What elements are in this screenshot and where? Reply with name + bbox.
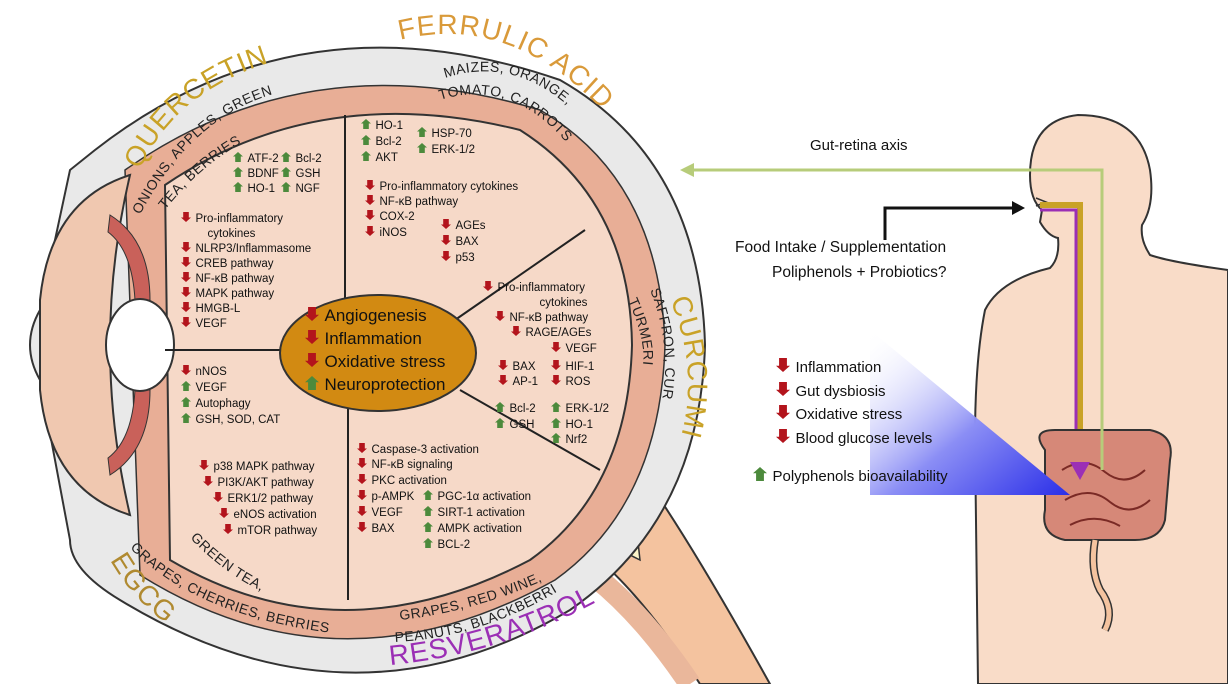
intake-line-1: Food Intake / Supplementation: [735, 239, 946, 256]
resveratrol-label: PKC activation: [372, 475, 447, 487]
curcumin-label: VEGF: [566, 343, 597, 355]
curcumin-label: BAX: [513, 361, 536, 373]
ferrulic-up-label: HO-1: [376, 120, 403, 132]
gut-effect-label: Oxidative stress: [796, 406, 903, 423]
curcumin-label: HO-1: [566, 419, 593, 431]
resveratrol-label: SIRT-1 activation: [438, 507, 525, 519]
curcumin-label: NF-κB pathway: [510, 312, 589, 324]
quercetin-up-label: ATF-2: [248, 153, 279, 165]
quercetin-down-label: CREB pathway: [196, 258, 274, 270]
curcumin-label: AP-1: [513, 376, 539, 388]
center-effect-label: Oxidative stress: [325, 352, 446, 371]
curcumin-label: RAGE/AGEs: [526, 327, 592, 339]
egcg-label: Autophagy: [196, 398, 251, 410]
quercetin-up-label: GSH: [296, 168, 321, 180]
gut-effect-label: Polyphenols bioavailability: [773, 468, 949, 485]
resveratrol-label: BCL-2: [438, 539, 471, 551]
quercetin-down-label: HMGB-L: [196, 303, 241, 315]
quercetin-up-label: BDNF: [248, 168, 279, 180]
center-effect-label: Angiogenesis: [325, 306, 427, 325]
quercetin-down-label: VEGF: [196, 318, 227, 330]
resveratrol-label: VEGF: [372, 507, 403, 519]
curcumin-label: Bcl-2: [510, 403, 536, 415]
egcg-down-label: eNOS activation: [234, 509, 317, 521]
ferrulic-up-label: Bcl-2: [376, 136, 402, 148]
egcg-label: VEGF: [196, 382, 227, 394]
quercetin-up-label: Bcl-2: [296, 153, 322, 165]
ferrulic-down-label: BAX: [456, 236, 479, 248]
curcumin-label: Nrf2: [566, 434, 588, 446]
gut-effect-down-arrow-icon: [776, 358, 790, 372]
resveratrol-label: NF-κB signaling: [372, 459, 453, 471]
quercetin-down-label: NF-κB pathway: [196, 273, 275, 285]
ferrulic-up-label: AKT: [376, 152, 398, 164]
quercetin-up-label: HO-1: [248, 183, 275, 195]
gut-retina-axis-label: Gut-retina axis: [810, 137, 908, 154]
intake-line-2: Poliphenols + Probiotics?: [772, 264, 947, 281]
egcg-label: nNOS: [196, 366, 228, 378]
ferrulic-down-label: Pro-inflammatory cytokines: [380, 181, 519, 193]
gut-effect-label: Inflammation: [796, 359, 882, 376]
quercetin-down-label: Pro-inflammatory: [196, 213, 284, 225]
quercetin-down-label: NLRP3/Inflammasome: [196, 243, 312, 255]
quercetin-down-label: MAPK pathway: [196, 288, 275, 300]
curcumin-label: ROS: [566, 376, 591, 388]
gut-effect-down-arrow-icon: [776, 405, 790, 419]
ferrulic-up-label: HSP-70: [432, 128, 472, 140]
curcumin-label: ERK-1/2: [566, 403, 609, 415]
curcumin-label: HIF-1: [566, 361, 595, 373]
center-effect-label: Neuroprotection: [325, 375, 446, 394]
egcg-down-label: mTOR pathway: [238, 525, 318, 537]
resveratrol-label: PGC-1α activation: [438, 491, 532, 503]
intake-arrow: [885, 201, 1025, 240]
gut-effect-down-arrow-icon: [776, 382, 790, 396]
pupil-opening: [106, 299, 174, 391]
ferrulic-up-label: ERK-1/2: [432, 144, 475, 156]
quercetin-up-label: NGF: [296, 183, 320, 195]
curcumin-label: Pro-inflammatory: [498, 282, 586, 294]
gut-effect-label: Blood glucose levels: [796, 430, 933, 447]
gut-effect-down-arrow-icon: [776, 429, 790, 443]
resveratrol-label: AMPK activation: [438, 523, 522, 535]
ferrulic-down-label: iNOS: [380, 227, 408, 239]
egcg-down-label: PI3K/AKT pathway: [218, 477, 315, 489]
ferrulic-down-label: COX-2: [380, 211, 415, 223]
resveratrol-label: p-AMPK: [372, 491, 415, 503]
egcg-label: GSH, SOD, CAT: [196, 414, 281, 426]
gut-effect-up-arrow-icon: [753, 467, 767, 481]
gut-effect-label: Gut dysbiosis: [796, 383, 886, 400]
ferrulic-down-label: NF-κB pathway: [380, 196, 459, 208]
curcumin-label: GSH: [510, 419, 535, 431]
egcg-down-label: p38 MAPK pathway: [214, 461, 315, 473]
quercetin-down-label: cytokines: [208, 228, 256, 240]
ferrulic-down-label: AGEs: [456, 220, 486, 232]
resveratrol-label: Caspase-3 activation: [372, 444, 479, 456]
curcumin-label: cytokines: [540, 297, 588, 309]
resveratrol-label: BAX: [372, 523, 395, 535]
center-effect-label: Inflammation: [325, 329, 422, 348]
egcg-down-label: ERK1/2 pathway: [228, 493, 314, 505]
ferrulic-down-label: p53: [456, 252, 475, 264]
